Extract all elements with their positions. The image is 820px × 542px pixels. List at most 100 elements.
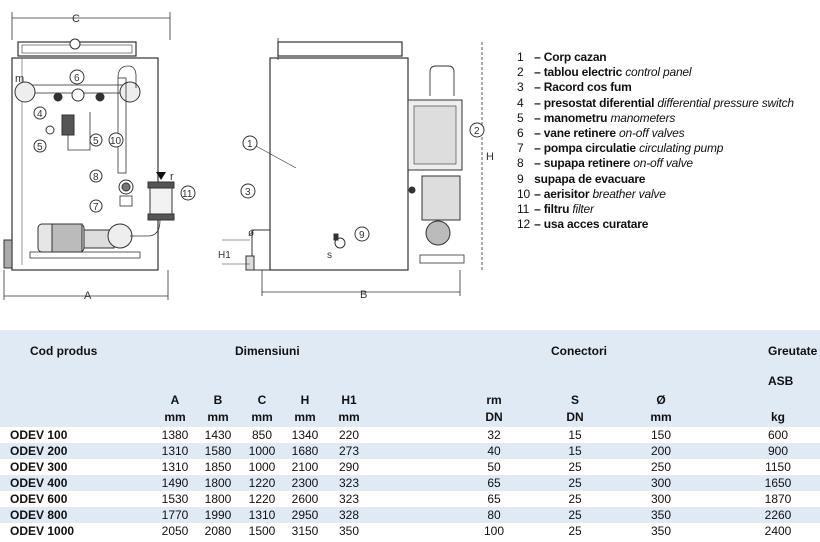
table-cell: 40	[487, 444, 501, 458]
table-cell: 32	[487, 428, 501, 442]
callouts-side: 1 2 3 9	[240, 122, 485, 242]
legend-label-en: on-off valves	[619, 126, 685, 141]
legend-label-ro: – usa acces curatare	[534, 217, 649, 232]
column-unit: mm	[338, 410, 360, 424]
table-cell: 2600	[291, 492, 319, 506]
table-cell: 2050	[161, 524, 189, 538]
table-cell: 300	[650, 492, 672, 506]
svg-text:3: 3	[245, 187, 251, 198]
legend-item: 11 – filtru filter	[517, 202, 817, 217]
table-cell: 323	[338, 476, 360, 490]
legend-number: 12	[517, 217, 530, 232]
legend-item: 4 – presostat diferential differential p…	[517, 96, 817, 111]
column-unit: kg	[770, 410, 785, 424]
table-cell: 350	[650, 524, 672, 538]
svg-text:9: 9	[359, 230, 365, 241]
legend-number: 11	[517, 202, 530, 217]
legend-item: 6 – vane retinere on-off valves	[517, 126, 817, 141]
table-cell: 1310	[248, 508, 276, 522]
table-cell: 1220	[248, 476, 276, 490]
table-cell: 1380	[161, 428, 189, 442]
legend-label-en: differential pressure switch	[657, 95, 794, 110]
table-cell: 50	[487, 460, 501, 474]
label-C: C	[72, 13, 80, 25]
column-name: B	[213, 393, 223, 407]
table-cell: 65	[487, 492, 501, 506]
column-unit: DN	[566, 410, 584, 424]
table-cell: 2260	[764, 508, 792, 522]
column-name: S	[570, 393, 579, 407]
legend-label-ro: – aerisitor	[534, 186, 590, 201]
technical-drawing: C r	[3, 12, 494, 302]
header-connectors: Conectori	[551, 344, 608, 358]
legend-number: 1	[517, 50, 524, 64]
legend-label-ro: – tablou electric	[534, 65, 623, 80]
table-cell: 3150	[291, 524, 319, 538]
table-cell: 2100	[291, 460, 319, 474]
table-header: Cod produs Dimensiuni Conectori Greutate…	[0, 330, 820, 427]
header-weight: Greutate	[768, 344, 818, 358]
legend-label-ro: – Racord cos fum	[534, 80, 632, 95]
svg-text:6: 6	[74, 73, 80, 84]
table-cell: 1680	[291, 444, 319, 458]
header-product: Cod produs	[30, 344, 98, 358]
legend-label-ro: – filtru	[534, 202, 570, 217]
table-cell: 1310	[161, 444, 189, 458]
column-name: Ø	[656, 393, 666, 407]
svg-text:2: 2	[474, 126, 480, 137]
column-name: rm	[486, 393, 502, 407]
legend-label-en: filter	[572, 202, 594, 217]
side-view: H1 ø s B H	[218, 38, 494, 301]
table-cell: 25	[568, 476, 582, 490]
legend-item: 3 – Racord cos fum	[517, 80, 817, 95]
legend-number: 5	[517, 110, 524, 125]
svg-text:11: 11	[182, 189, 193, 200]
table-cell: 2080	[204, 524, 232, 538]
legend-label-en: control panel	[625, 65, 692, 80]
svg-text:5: 5	[37, 142, 43, 153]
table-cell: 1650	[764, 476, 792, 490]
column-unit: mm	[164, 410, 186, 424]
label-H: H	[486, 151, 494, 163]
label-o: ø	[248, 228, 254, 239]
table-cell: 1000	[248, 460, 276, 474]
table-cell: 1000	[248, 444, 276, 458]
svg-text:4: 4	[37, 109, 43, 120]
table-cell: 600	[767, 428, 789, 442]
table-cell: 350	[650, 508, 672, 522]
column-unit: mm	[251, 410, 273, 424]
table-cell: 1220	[248, 492, 276, 506]
legend-label-ro: – manometru	[534, 110, 608, 125]
callouts-front: 6 4 5 5 10 8 7 11	[33, 69, 196, 213]
table-cell: 2400	[764, 524, 792, 538]
legend-item: 2 – tablou electric control panel	[517, 65, 817, 80]
table-cell: 200	[650, 444, 672, 458]
legend-item: 9 supapa de evacuare	[517, 172, 817, 187]
column-unit: DN	[485, 410, 503, 424]
table-cell: 1150	[765, 460, 791, 474]
legend-label-ro: – pompa circulatie	[534, 141, 636, 156]
product-code: ODEV 400	[10, 476, 68, 490]
table-cell: 80	[487, 508, 501, 522]
header-dimensions: Dimensiuni	[235, 344, 300, 358]
table-cell: 328	[338, 508, 360, 522]
legend-item: 7 – pompa circulatie circulating pump	[517, 141, 817, 156]
column-name: H1	[341, 393, 357, 407]
components-legend: 1 – Corp cazan 2 – tablou electric contr…	[517, 50, 817, 232]
table-cell: 300	[650, 476, 672, 490]
table-cell: 15	[568, 444, 582, 458]
product-code: ODEV 1000	[10, 524, 75, 538]
table-cell: 350	[338, 524, 360, 538]
legend-item: 8 – supapa retinere on-off valve	[517, 156, 817, 171]
table-cell: 850	[251, 428, 273, 442]
legend-number: 3	[517, 80, 524, 95]
column-name: A	[170, 393, 180, 407]
legend-item: 5 – manometru manometers	[517, 111, 817, 126]
legend-number: 7	[517, 141, 524, 156]
table-cell: 1800	[204, 476, 232, 490]
table-cell: 65	[487, 476, 501, 490]
